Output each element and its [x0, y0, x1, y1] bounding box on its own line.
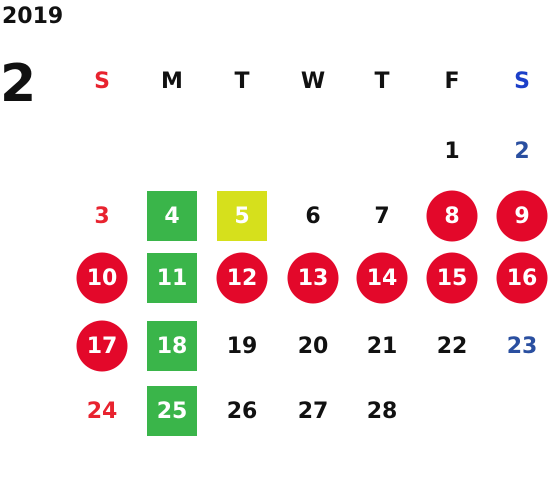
- day-cell-9[interactable]: 9: [494, 188, 548, 244]
- holiday-circle-marker: [496, 190, 548, 242]
- day-number: 17: [86, 333, 118, 359]
- year-label: 2019: [2, 4, 64, 29]
- weekday-header-thu: T: [374, 68, 390, 94]
- day-number: 18: [156, 333, 188, 359]
- day-cell-25[interactable]: 25: [144, 383, 200, 439]
- weekday-header-wed: W: [300, 68, 326, 94]
- day-cell-2[interactable]: 2: [494, 123, 548, 179]
- day-number: 26: [226, 398, 258, 424]
- day-number: 19: [226, 333, 258, 359]
- day-number: 20: [297, 333, 329, 359]
- event-square-marker: [147, 253, 197, 303]
- day-number: 13: [297, 265, 329, 291]
- day-number: 9: [514, 203, 530, 229]
- day-number: 1: [444, 138, 460, 164]
- day-cell-19[interactable]: 19: [214, 318, 270, 374]
- day-number: 4: [164, 203, 180, 229]
- day-cell-24[interactable]: 24: [74, 383, 130, 439]
- day-cell-18[interactable]: 18: [144, 318, 200, 374]
- day-number: 2: [514, 138, 530, 164]
- holiday-circle-marker: [356, 252, 408, 304]
- day-number: 21: [366, 333, 398, 359]
- day-number: 10: [86, 265, 118, 291]
- day-number: 22: [436, 333, 468, 359]
- day-cell-23[interactable]: 23: [494, 318, 548, 374]
- day-cell-26[interactable]: 26: [214, 383, 270, 439]
- holiday-circle-marker: [426, 190, 478, 242]
- day-cell-3[interactable]: 3: [74, 188, 130, 244]
- weekday-header-fri: F: [444, 68, 460, 94]
- day-cell-16[interactable]: 16: [494, 250, 548, 306]
- weekday-header-sat: S: [514, 68, 530, 94]
- month-number: 2: [0, 54, 37, 114]
- holiday-circle-marker: [496, 252, 548, 304]
- day-number: 24: [86, 398, 118, 424]
- day-number: 12: [226, 265, 258, 291]
- day-cell-8[interactable]: 8: [424, 188, 480, 244]
- day-number: 14: [366, 265, 398, 291]
- day-cell-17[interactable]: 17: [74, 318, 130, 374]
- day-cell-14[interactable]: 14: [354, 250, 410, 306]
- day-cell-22[interactable]: 22: [424, 318, 480, 374]
- day-number: 7: [374, 203, 390, 229]
- day-number: 8: [444, 203, 460, 229]
- day-number: 25: [156, 398, 188, 424]
- weekday-header-mon: M: [161, 68, 183, 94]
- day-cell-13[interactable]: 13: [285, 250, 341, 306]
- day-cell-5[interactable]: 5: [214, 188, 270, 244]
- day-number: 11: [156, 265, 188, 291]
- holiday-circle-marker: [76, 252, 128, 304]
- day-cell-21[interactable]: 21: [354, 318, 410, 374]
- day-number: 5: [234, 203, 250, 229]
- holiday-circle-marker: [287, 252, 339, 304]
- event-square-marker: [147, 321, 197, 371]
- holiday-circle-marker: [216, 252, 268, 304]
- day-cell-15[interactable]: 15: [424, 250, 480, 306]
- day-cell-4[interactable]: 4: [144, 188, 200, 244]
- day-cell-7[interactable]: 7: [354, 188, 410, 244]
- event-square-marker: [147, 386, 197, 436]
- holiday-circle-marker: [426, 252, 478, 304]
- day-cell-28[interactable]: 28: [354, 383, 410, 439]
- day-number: 15: [436, 265, 468, 291]
- day-cell-12[interactable]: 12: [214, 250, 270, 306]
- event-square-marker: [147, 191, 197, 241]
- day-number: 3: [94, 203, 110, 229]
- day-cell-1[interactable]: 1: [424, 123, 480, 179]
- day-number: 28: [366, 398, 398, 424]
- day-cell-27[interactable]: 27: [285, 383, 341, 439]
- day-cell-11[interactable]: 11: [144, 250, 200, 306]
- day-number: 6: [305, 203, 321, 229]
- day-number: 23: [506, 333, 538, 359]
- day-cell-20[interactable]: 20: [285, 318, 341, 374]
- day-cell-6[interactable]: 6: [285, 188, 341, 244]
- event-square-marker: [217, 191, 267, 241]
- holiday-circle-marker: [76, 320, 128, 372]
- weekday-header-tue: T: [234, 68, 250, 94]
- day-cell-10[interactable]: 10: [74, 250, 130, 306]
- day-number: 16: [506, 265, 538, 291]
- weekday-header-sun: S: [94, 68, 110, 94]
- day-number: 27: [297, 398, 329, 424]
